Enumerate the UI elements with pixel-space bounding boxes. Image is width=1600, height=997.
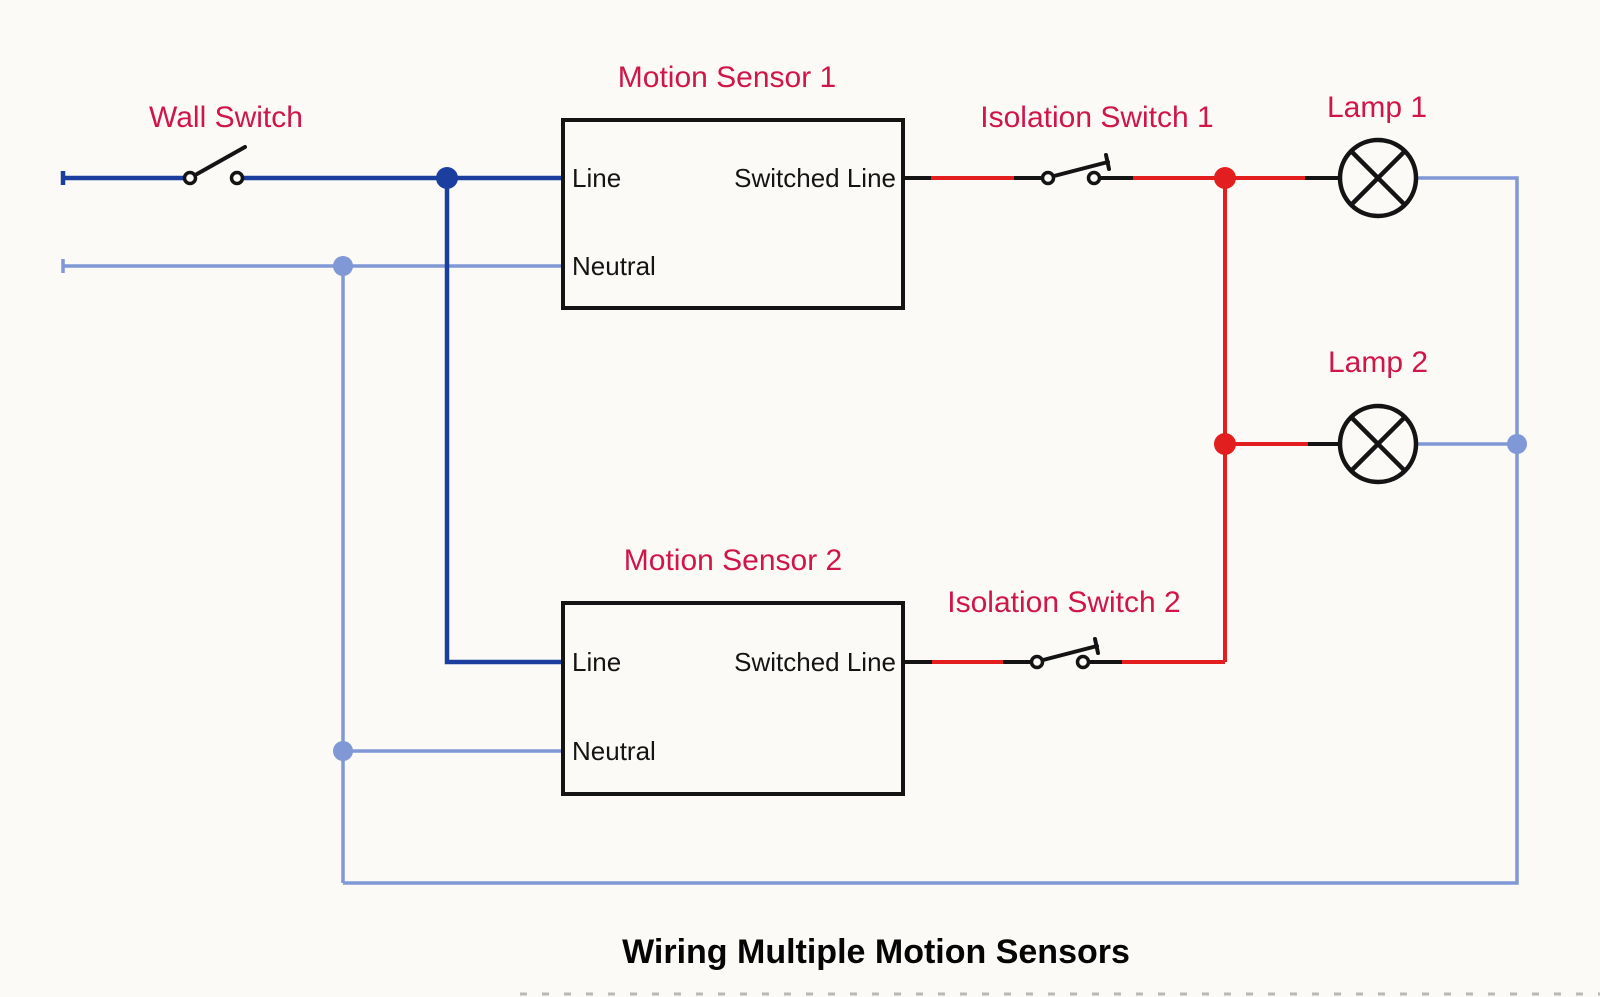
motion-sensor-2-label: Motion Sensor 2 <box>624 544 842 577</box>
neutral-junction-dot-1 <box>333 256 353 276</box>
wall-switch-label: Wall Switch <box>149 101 303 134</box>
line-wire <box>60 171 563 665</box>
isolation-switch-1-contact-left <box>1040 170 1056 186</box>
neutral-junction-dot-3 <box>1507 434 1527 454</box>
neutral-junction-dot-2 <box>333 741 353 761</box>
isolation-switch-1-contact-right <box>1086 170 1102 186</box>
wall-switch-symbol <box>182 145 247 186</box>
wall-switch-contact-left <box>182 170 198 186</box>
isolation-switch-2-blade <box>1041 644 1099 662</box>
wall-switch-contact-right <box>229 170 245 186</box>
isolation-switch-1-symbol <box>1040 153 1111 186</box>
motion-sensor-2-port-line: Line <box>572 647 621 677</box>
red-junction-dot-2 <box>1214 433 1236 455</box>
lamp-1-cross <box>1349 149 1407 207</box>
isolation-switch-2-contact-left <box>1029 654 1045 670</box>
isolation-switch-2-label: Isolation Switch 2 <box>947 586 1180 619</box>
lamp-2-cross <box>1349 415 1407 473</box>
isolation-switch-2-contact-right <box>1075 654 1091 670</box>
lamp-1-circle <box>1337 137 1419 219</box>
motion-sensor-1-port-line: Line <box>572 163 621 193</box>
isolation-switch-1-blade <box>1052 160 1110 178</box>
lamp-2-symbol <box>1337 403 1419 485</box>
isolation-switch-1-blade-tip <box>1104 153 1111 171</box>
motion-sensor-1-box: Line Switched Line Neutral <box>561 118 905 310</box>
motion-sensor-1-outline <box>561 118 905 310</box>
isolation-switch-1-label: Isolation Switch 1 <box>980 101 1213 134</box>
motion-sensor-2-outline <box>561 601 905 796</box>
line-branch-sensor2 <box>444 178 563 665</box>
lamp-2-label: Lamp 2 <box>1328 346 1428 379</box>
diagram-title: Wiring Multiple Motion Sensors <box>622 933 1130 971</box>
isolation-switch-2-symbol <box>1029 637 1100 670</box>
motion-sensor-1-port-switched-line: Switched Line <box>734 163 896 193</box>
motion-sensor-1-port-neutral: Neutral <box>572 251 656 281</box>
motion-sensor-2-port-neutral: Neutral <box>572 736 656 766</box>
lamp-1-symbol <box>1337 137 1419 219</box>
neutral-wire <box>61 176 1519 885</box>
line-junction-dot <box>436 167 458 189</box>
lamp-1-label: Lamp 1 <box>1327 91 1427 124</box>
motion-sensor-2-box: Line Switched Line Neutral <box>561 601 905 796</box>
motion-sensor-1-label: Motion Sensor 1 <box>618 61 836 94</box>
neutral-return-segment <box>343 176 1519 885</box>
motion-sensor-2-port-switched-line: Switched Line <box>734 647 896 677</box>
isolation-switch-2-blade-tip <box>1093 637 1100 655</box>
wall-switch-blade <box>195 145 247 176</box>
red-junction-dot-1 <box>1214 167 1236 189</box>
lamp-2-circle <box>1337 403 1419 485</box>
